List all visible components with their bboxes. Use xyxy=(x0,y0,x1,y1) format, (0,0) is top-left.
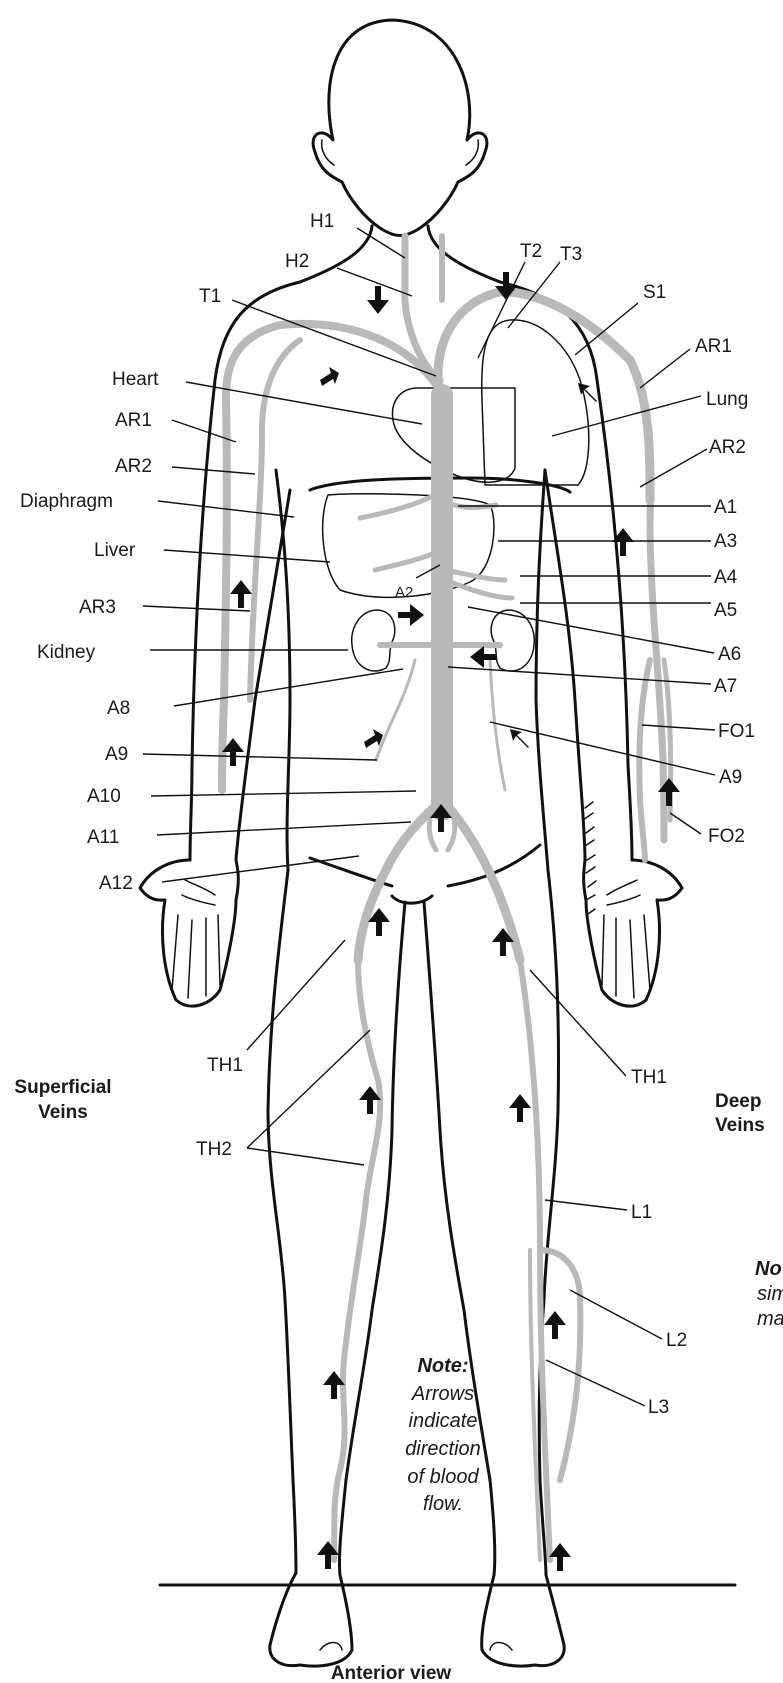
label-kidney: Kidney xyxy=(37,642,96,663)
label-heart: Heart xyxy=(112,369,159,390)
label-t3: T3 xyxy=(560,244,582,265)
kidney-right xyxy=(491,610,534,671)
label-th2: TH2 xyxy=(196,1139,232,1160)
label-a9-right: A9 xyxy=(719,767,742,788)
note-line: flow. xyxy=(423,1493,463,1515)
superficial-veins-line1: Superficial xyxy=(14,1077,111,1098)
label-t1: T1 xyxy=(199,286,221,307)
label-h1: H1 xyxy=(310,211,334,232)
note-title: Note: xyxy=(417,1355,468,1377)
label-a10: A10 xyxy=(87,786,121,807)
label-a11: A11 xyxy=(87,827,119,848)
label-a6: A6 xyxy=(718,644,741,665)
note-line: indicate xyxy=(409,1410,478,1432)
label-l3: L3 xyxy=(648,1397,669,1418)
note-arrows: Note: Arrows indicate direction of blood… xyxy=(405,1355,481,1515)
label-a5: A5 xyxy=(714,600,737,621)
label-l1: L1 xyxy=(631,1202,652,1223)
arrow-up-icon xyxy=(230,580,252,608)
label-lung: Lung xyxy=(706,389,748,410)
arrow-right-icon xyxy=(398,604,424,626)
label-ar1-right: AR1 xyxy=(695,336,732,357)
label-fo1: FO1 xyxy=(718,721,755,742)
note-fragment-title: No xyxy=(755,1258,782,1280)
arrow-up-icon xyxy=(578,383,597,402)
superficial-veins-line2: Veins xyxy=(38,1102,88,1123)
label-th1-left: TH1 xyxy=(207,1055,243,1076)
label-liver: Liver xyxy=(94,540,136,561)
arrow-up-icon xyxy=(510,729,529,748)
note-line: direction xyxy=(405,1438,481,1460)
label-t2: T2 xyxy=(520,241,542,262)
label-h2: H2 xyxy=(285,251,309,272)
label-l2: L2 xyxy=(666,1330,687,1351)
caption: Anterior view xyxy=(331,1663,452,1683)
arrow-up-icon xyxy=(509,1094,531,1122)
label-a1: A1 xyxy=(714,497,737,518)
deep-veins-line2: Veins xyxy=(715,1115,765,1136)
label-a9-left: A9 xyxy=(105,744,128,765)
label-ar2-left: AR2 xyxy=(115,456,152,477)
arrow-up-icon xyxy=(320,367,339,386)
arrow-left-icon xyxy=(470,646,496,668)
label-ar3: AR3 xyxy=(79,597,116,618)
note-truncated: No sim ma xyxy=(755,1258,783,1330)
label-a4: A4 xyxy=(714,567,738,588)
label-th1-right: TH1 xyxy=(631,1067,667,1088)
arrow-down-icon xyxy=(367,286,389,314)
note-line: of blood xyxy=(407,1466,479,1488)
label-a8: A8 xyxy=(107,698,130,719)
label-ar2-right: AR2 xyxy=(709,437,746,458)
lung-outline xyxy=(482,320,589,485)
label-fo2: FO2 xyxy=(708,826,745,847)
label-s1: S1 xyxy=(643,282,666,303)
kidney-left xyxy=(352,610,395,671)
arrow-up-icon xyxy=(544,1311,566,1339)
note-fragment-line: ma xyxy=(757,1308,783,1330)
label-ar1-left: AR1 xyxy=(115,410,152,431)
note-fragment-line: sim xyxy=(757,1283,783,1305)
deep-veins-line1: Deep xyxy=(715,1091,761,1112)
label-diaphragm: Diaphragm xyxy=(20,491,113,512)
note-line: Arrows xyxy=(411,1383,474,1405)
label-a12: A12 xyxy=(99,873,133,894)
label-a3: A3 xyxy=(714,531,737,552)
label-a2: A2 xyxy=(395,584,413,601)
heart-outline xyxy=(392,388,515,482)
label-a7: A7 xyxy=(714,676,737,697)
